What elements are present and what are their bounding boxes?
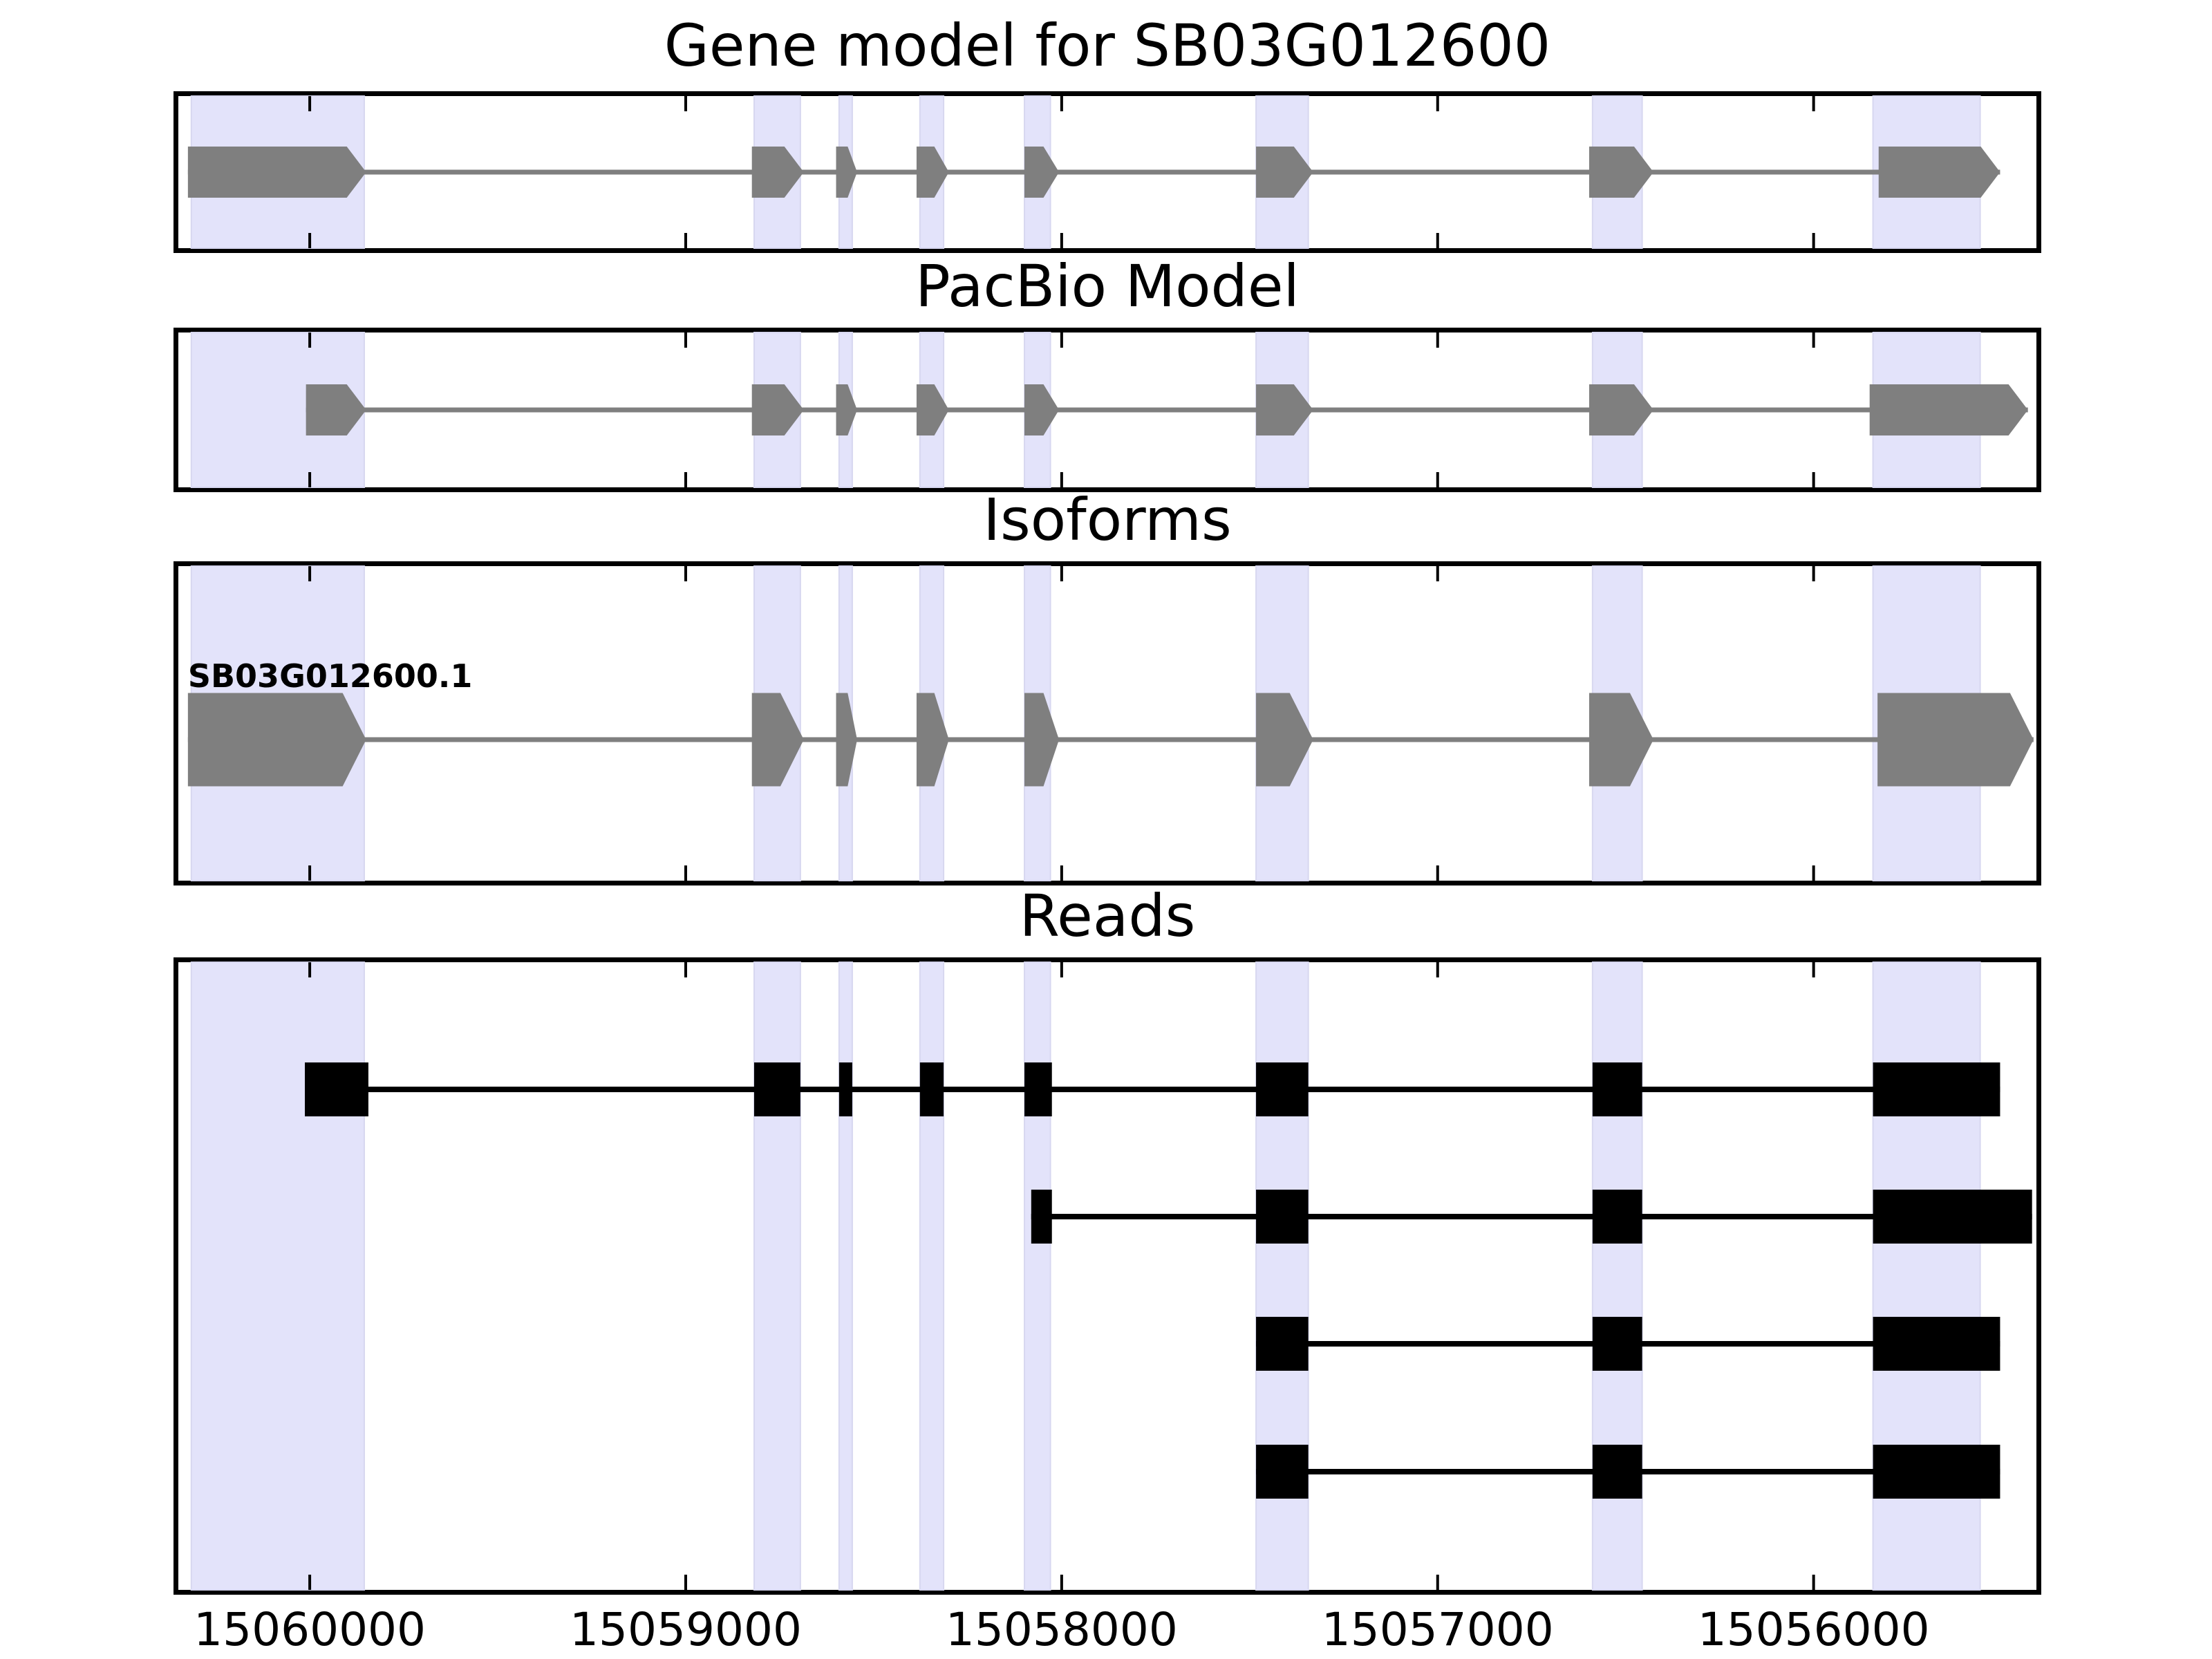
- x-tick-label: 15060000: [194, 1603, 427, 1656]
- x-tick-label: 15057000: [1321, 1603, 1554, 1656]
- panel-title-pacbio-model: PacBio Model: [915, 252, 1300, 320]
- panel-title-isoforms: Isoforms: [983, 486, 1232, 554]
- panel-gene-model: [174, 91, 2041, 253]
- panel-pacbio-model: [174, 328, 2041, 492]
- panel-title-reads: Reads: [1019, 882, 1196, 950]
- isoform-label: SB03G012600.1: [187, 657, 473, 695]
- x-tick-label: 15059000: [570, 1603, 802, 1656]
- x-tick-label: 15056000: [1697, 1603, 1930, 1656]
- x-tick-label: 15058000: [945, 1603, 1178, 1656]
- panel-title-gene-model: Gene model for SB03G012600: [664, 12, 1551, 79]
- panel-isoforms: [174, 561, 2041, 885]
- panel-reads: [174, 957, 2041, 1595]
